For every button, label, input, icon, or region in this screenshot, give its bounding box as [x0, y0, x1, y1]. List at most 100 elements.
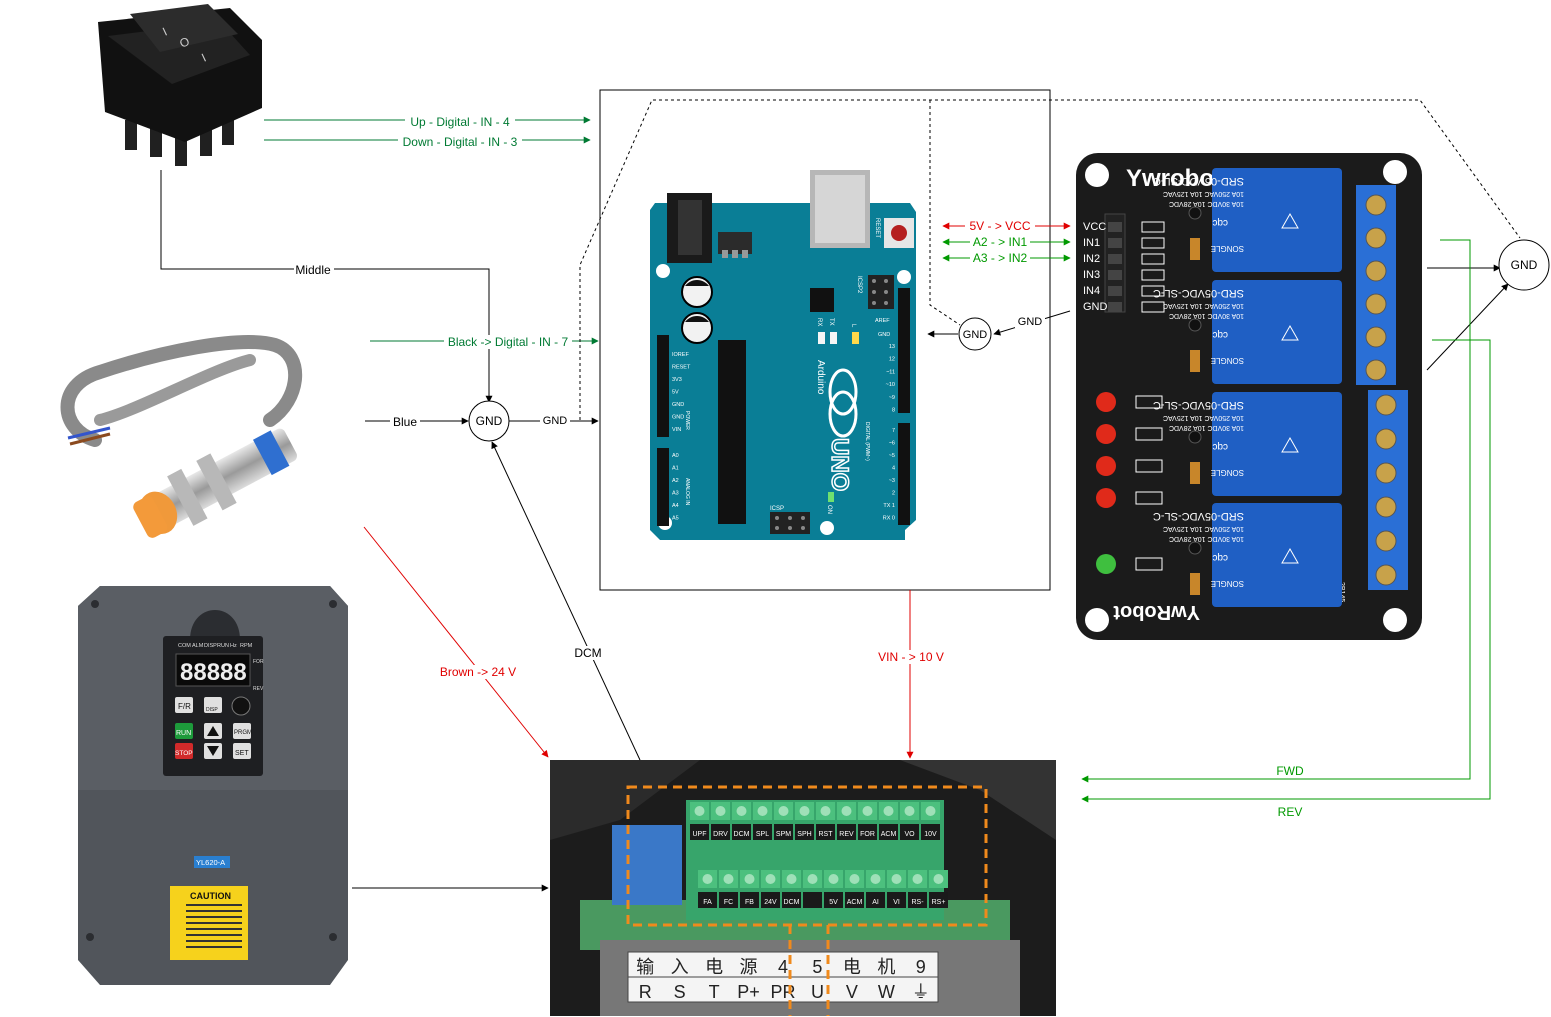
- rocker-switch: I O I: [98, 4, 262, 166]
- pin-label: A5: [672, 516, 679, 522]
- terminal-label: FC: [724, 899, 733, 906]
- relay-cert: cqc: [1212, 217, 1228, 228]
- terminal-label: AI: [872, 899, 879, 906]
- relay-pin-label: IN3: [1083, 269, 1100, 281]
- screw-icon: [1366, 228, 1386, 248]
- screw-icon: [829, 874, 839, 884]
- terminal-label: RST: [819, 831, 834, 838]
- relay-rating: 10A 30VDC 10A 28VDC: [1169, 535, 1244, 542]
- screw-icon: [1376, 463, 1396, 483]
- screw-icon: [1366, 360, 1386, 380]
- relay-cert: cqc: [1212, 552, 1228, 563]
- pin-label: A2: [672, 478, 679, 484]
- screw-icon: [1366, 261, 1386, 281]
- terminal-power-label: T: [709, 982, 720, 1002]
- terminal-label: DCM: [734, 831, 750, 838]
- vfd-fr-label: F/R: [178, 702, 191, 711]
- analog-section-label: ANALOG IN: [684, 478, 690, 506]
- label-middle: Middle: [295, 263, 331, 277]
- pin-label: VIN: [672, 427, 681, 433]
- power-section-label: POWER: [684, 411, 690, 430]
- screw-icon: [779, 806, 789, 816]
- terminal-label: UPF: [693, 831, 707, 838]
- pin-label: GND: [672, 402, 684, 408]
- terminal-label: REV: [839, 831, 854, 838]
- terminal-power-label: 入: [671, 957, 689, 977]
- pin-label: ~5: [889, 453, 895, 459]
- relay-pin-label: GND: [1083, 301, 1108, 313]
- vfd-indicator-rev: REV: [253, 686, 264, 692]
- screw-icon: [1366, 327, 1386, 347]
- transistor: [1189, 542, 1201, 554]
- relay-rating: 10A 250VAC 10A 125VAC: [1163, 190, 1244, 197]
- terminal-power-label: 电: [705, 957, 723, 977]
- pin-label: ~11: [886, 369, 895, 375]
- relay-cert: cqc: [1212, 441, 1228, 452]
- label-gnd-relay: GND: [1018, 316, 1043, 328]
- vfd-caution: CAUTION: [190, 891, 231, 901]
- screw-icon: [1366, 294, 1386, 314]
- reset-button[interactable]: [891, 225, 907, 241]
- transistor: [1189, 431, 1201, 443]
- relay-model: SRD-05VDC-SL-C: [1153, 287, 1244, 299]
- pin-label: TX 1: [883, 503, 895, 509]
- relay-pin: [1108, 286, 1122, 296]
- screw-icon: [821, 806, 831, 816]
- terminal-power-label: ⏚: [912, 982, 930, 1002]
- label-a3-in2: A3 - > IN2: [973, 251, 1028, 265]
- relay-model: SRD-05VDC-SL-C: [1153, 510, 1244, 522]
- led-red: [1096, 488, 1116, 508]
- icsp2-label: ICSP2: [856, 276, 862, 294]
- rx-led-label: RX: [816, 318, 822, 326]
- relay-rating: 10A 250VAC 10A 125VAC: [1163, 302, 1244, 309]
- vfd-set-label: SET: [235, 750, 249, 757]
- screw-icon: [737, 806, 747, 816]
- gnd-node-right: GND: [1499, 240, 1549, 290]
- relay-rating: 10A 250VAC 10A 125VAC: [1163, 525, 1244, 532]
- screw-icon: [787, 874, 797, 884]
- screw-icon: [1376, 497, 1396, 517]
- diode: [1190, 350, 1200, 372]
- terminal-power-label: S: [674, 982, 686, 1002]
- relay-maker: SONGLE: [1211, 579, 1244, 588]
- pin-label: A1: [672, 466, 679, 472]
- terminal-power-label: P+: [737, 982, 760, 1002]
- pin-label: 5V: [672, 390, 679, 396]
- terminal-label: FOR: [860, 831, 875, 838]
- screw-icon: [850, 874, 860, 884]
- screw-terminal-block: [1368, 390, 1408, 590]
- vfd-indicator-disp: DISP: [204, 643, 217, 649]
- vfd-indicator-alm: ALM: [192, 643, 204, 649]
- relay-module: Ywrobot Relay YwRobot 2B145 VCCIN1IN2IN3…: [1076, 153, 1422, 640]
- pin-label: A4: [672, 503, 679, 509]
- pin-label: A0: [672, 453, 679, 459]
- led-green: [1096, 554, 1116, 574]
- vfd-indicator-com: COM: [178, 643, 191, 649]
- vfd-knob[interactable]: [232, 697, 250, 715]
- terminal-slot: [803, 892, 822, 908]
- arduino-uno-board: RESET ICSP2 TX RX L Arduino UNO ON ICSP: [650, 170, 916, 540]
- screw-icon: [695, 806, 705, 816]
- screw-icon: [842, 806, 852, 816]
- vfd-terminal-block: UPFDRVDCMSPLSPMSPHRSTREVFORACMVO10V FAFC…: [550, 760, 1056, 1016]
- relay-pin: [1108, 270, 1122, 280]
- arduino-model: UNO: [826, 438, 853, 491]
- screw-icon: [926, 806, 936, 816]
- pin-label: ~6: [889, 441, 895, 447]
- screw-icon: [800, 806, 810, 816]
- transistor: [1189, 207, 1201, 219]
- vfd-stop-label: STOP: [175, 750, 193, 757]
- pin-label: GND: [672, 415, 684, 421]
- screw-icon: [913, 874, 923, 884]
- terminal-label: VO: [904, 831, 915, 838]
- terminal-power-label: 源: [740, 957, 758, 977]
- pin-label: IOREF: [672, 352, 689, 358]
- terminal-label: FA: [703, 899, 712, 906]
- relay-rating: 10A 30VDC 10A 28VDC: [1169, 200, 1244, 207]
- pin-label: 12: [889, 357, 895, 363]
- screw-icon: [758, 806, 768, 816]
- diode: [1190, 462, 1200, 484]
- terminal-label: ACM: [847, 899, 863, 906]
- terminal-label: 5V: [829, 899, 838, 906]
- pin-label: 2: [892, 491, 895, 497]
